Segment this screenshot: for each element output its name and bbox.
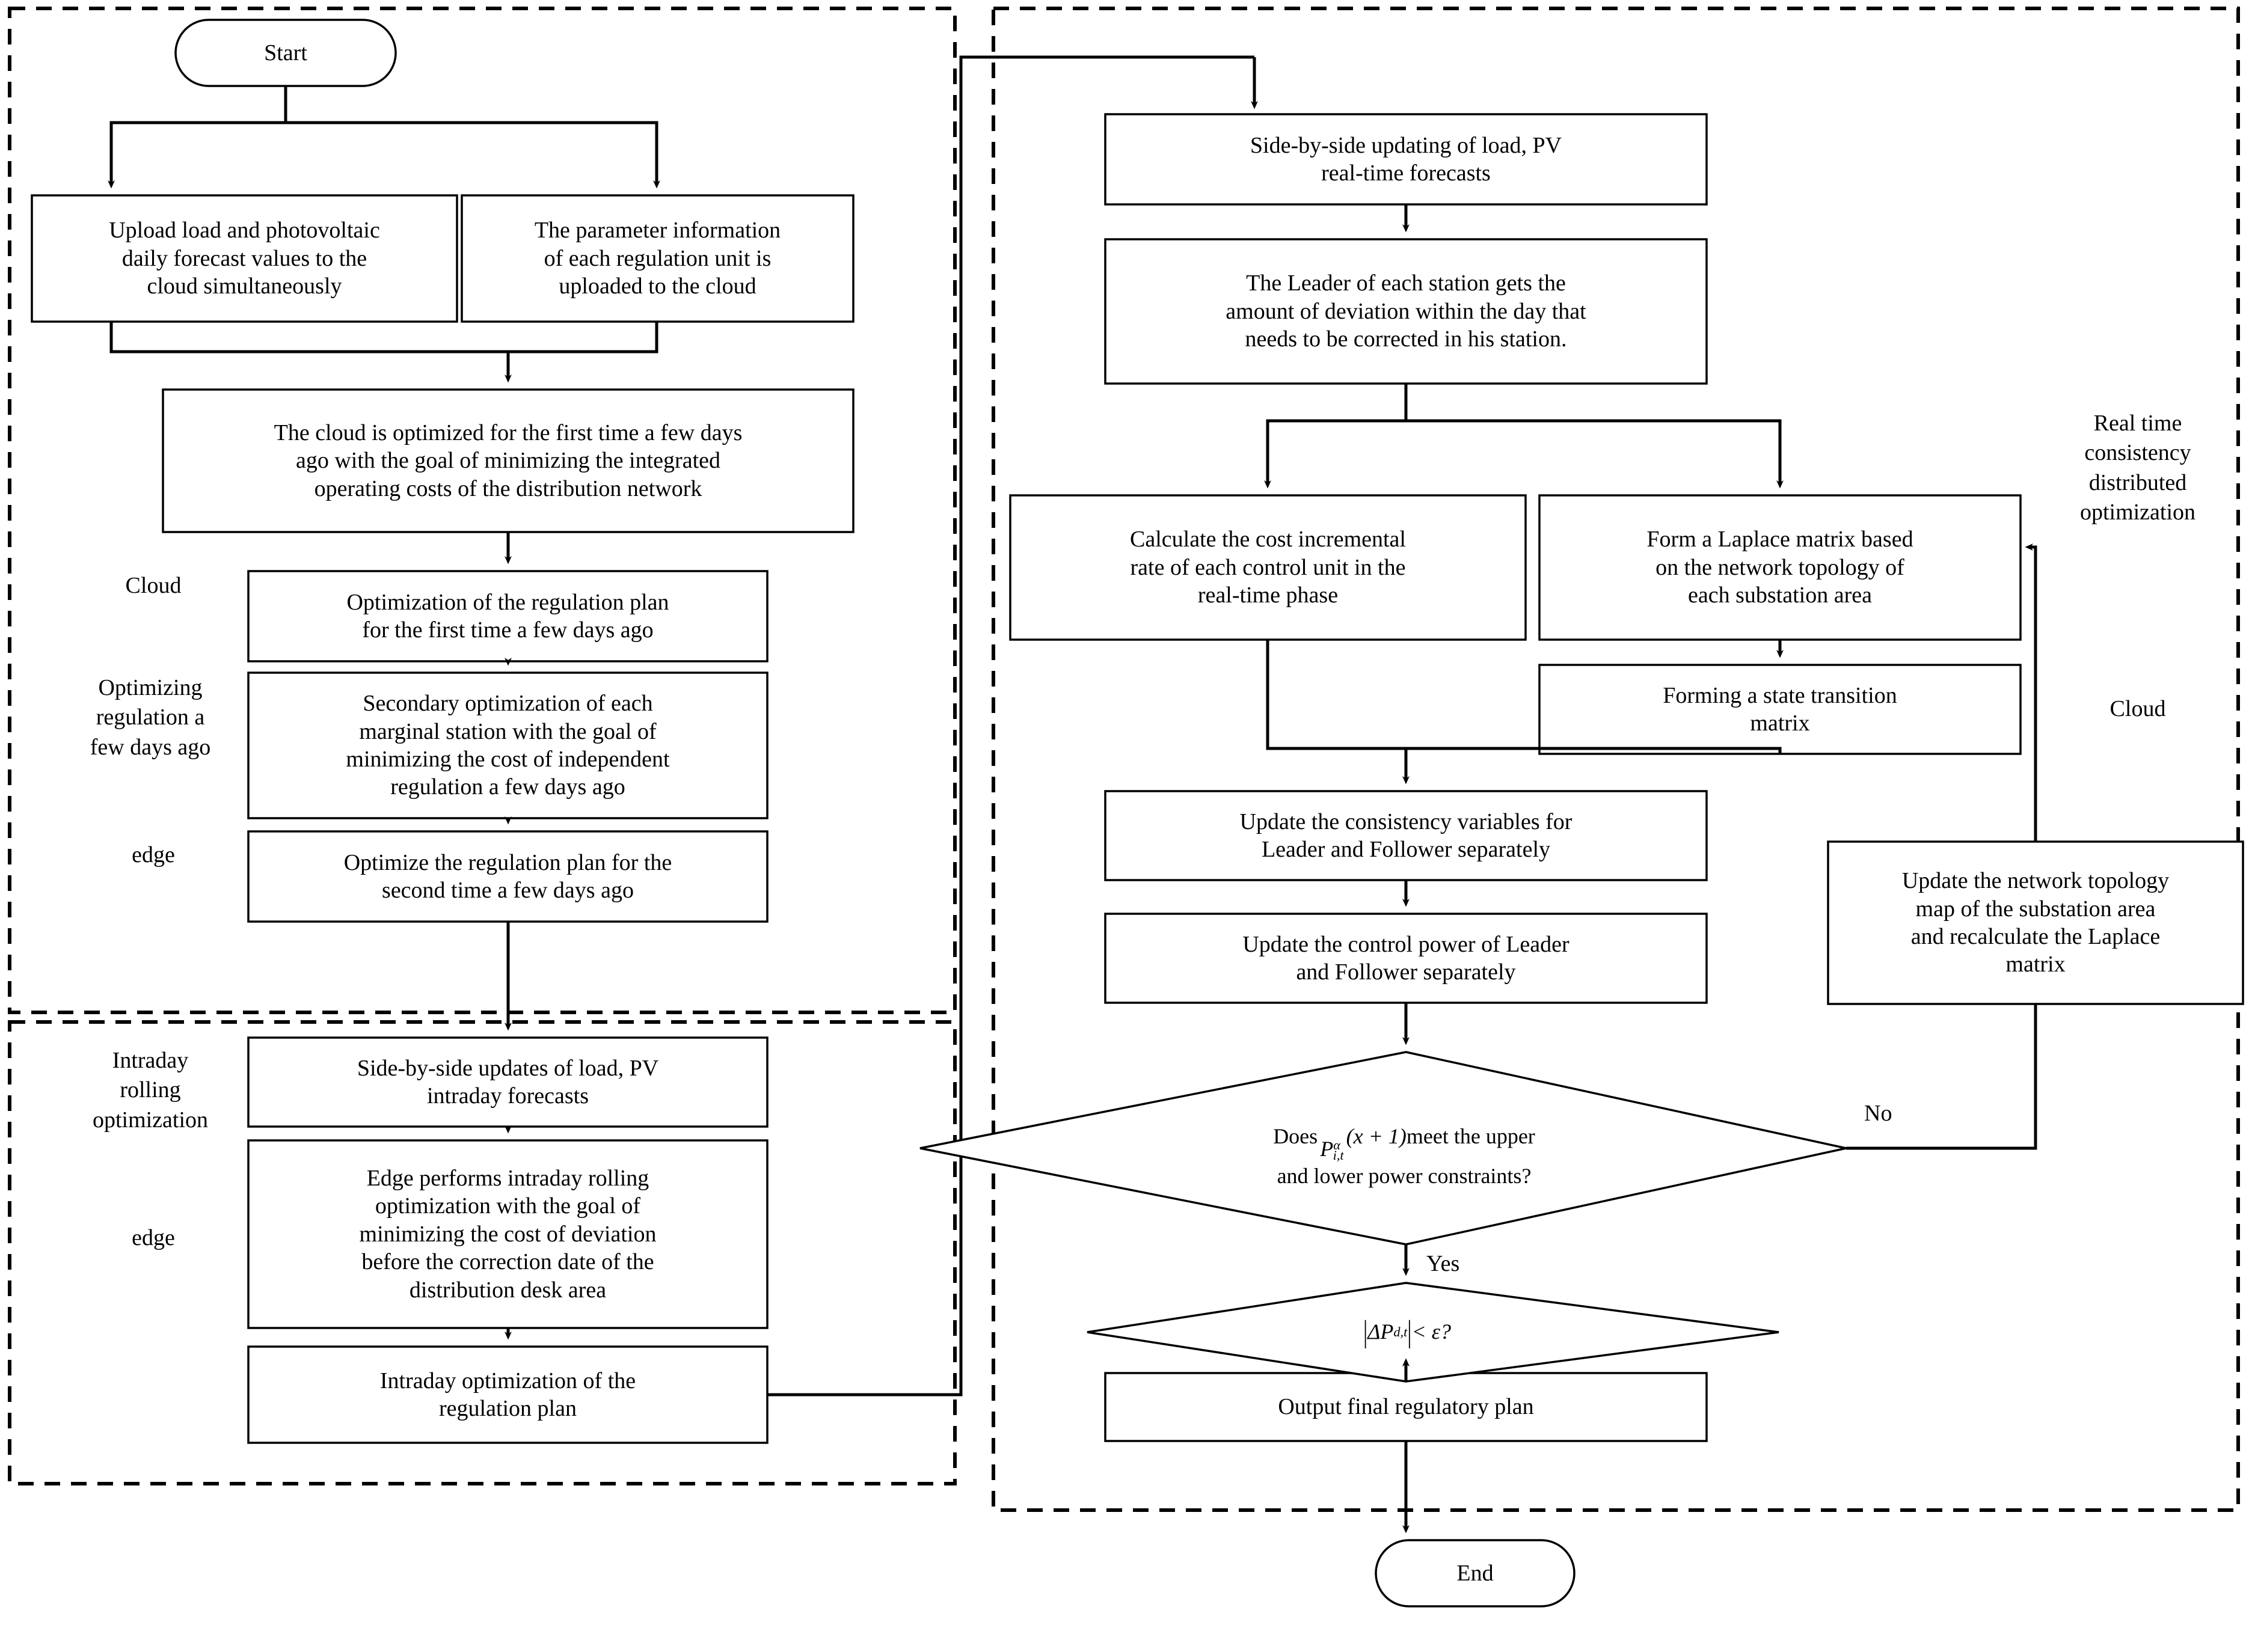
lane-boundary-group <box>8 7 2240 1512</box>
shape-output-plan <box>1104 1372 1708 1442</box>
shape-reg-plan-second <box>247 830 769 923</box>
shape-state-transition <box>1538 664 2022 755</box>
no-branch-upper <box>2034 545 2037 842</box>
cross-panel-link <box>767 55 1254 1397</box>
shape-decision-epsilon <box>1087 1282 1779 1383</box>
lane-label-real-time-consistency: Real time consistency distributed optimi… <box>2079 411 2196 525</box>
shape-edge-rolling <box>247 1139 769 1329</box>
left-panel-shapes <box>174 19 397 87</box>
shape-cloud-first-opt <box>162 388 855 533</box>
shape-intraday-updates <box>247 1036 769 1128</box>
right-panel-connectors-final <box>1402 543 2037 1534</box>
shape-cost-incremental <box>1009 494 1527 641</box>
lane-label-edge-lower: edge <box>132 1225 175 1250</box>
right-panel-connectors <box>1264 204 1784 1381</box>
lane-label-edge-upper: edge <box>132 842 175 867</box>
shape-start <box>174 19 397 87</box>
right-node-shapes <box>919 113 2244 1608</box>
shape-intraday-plan <box>247 1345 769 1444</box>
left-panel-connectors <box>108 55 1258 1397</box>
lane-boundary-day-ahead <box>8 7 957 1014</box>
shape-update-topology <box>1827 840 2244 1005</box>
edge-label-yes: Yes <box>1426 1251 1460 1276</box>
shape-decision-power <box>919 1051 1847 1246</box>
lane-boundary-realtime <box>992 7 2240 1512</box>
lane-label-optimizing-few-days-ago: Optimizing regulation a few days ago <box>90 675 211 760</box>
lane-label-intraday-rolling-optimization: Intraday rolling optimization <box>92 1048 209 1133</box>
shape-laplace-matrix <box>1538 494 2022 641</box>
shape-upload-params <box>461 194 855 323</box>
shape-reg-plan-first <box>247 570 769 662</box>
no-branch-lower <box>1846 1004 2037 1150</box>
shape-upload-forecast <box>31 194 458 323</box>
shape-end <box>1375 1539 1576 1608</box>
shape-leader-deviation <box>1104 238 1708 385</box>
shape-secondary-opt <box>247 672 769 819</box>
shape-realtime-updates <box>1104 113 1708 206</box>
lane-label-cloud: Cloud <box>125 573 182 598</box>
shape-update-power <box>1104 913 1708 1004</box>
edge-label-no: No <box>1864 1101 1892 1126</box>
lane-label-cloud-right: Cloud <box>2109 696 2166 721</box>
shape-update-consistency <box>1104 790 1708 881</box>
lane-boundary-intraday <box>8 1020 957 1485</box>
